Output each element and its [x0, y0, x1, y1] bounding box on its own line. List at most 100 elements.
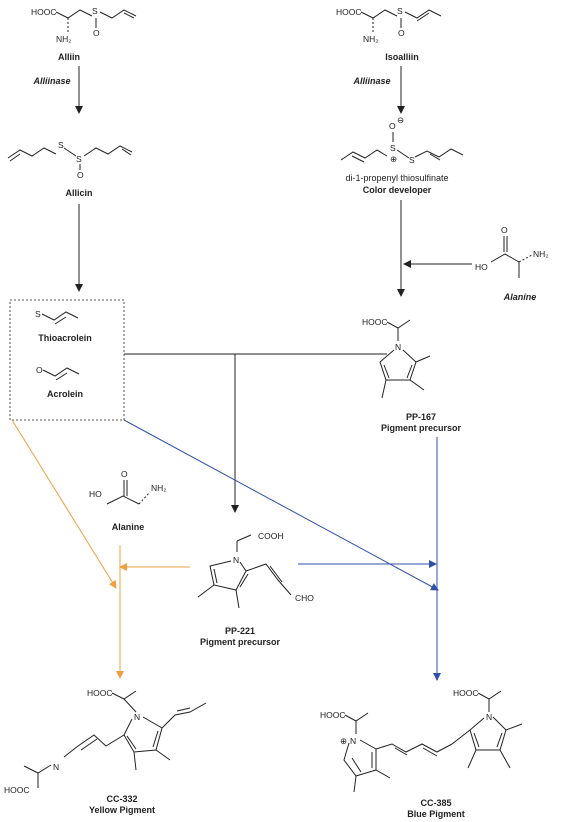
alanine-top-nh2-atom: NH₂: [533, 249, 549, 259]
allicin-left-allyl-bond: [7, 147, 57, 162]
cc332-sublabel: Yellow Pigment: [89, 805, 155, 815]
isoalliin-nh2-atom: NH₂: [363, 34, 379, 44]
alanine-mid-nh2-atom: NH₂: [151, 483, 167, 493]
cc385-left-methyl-bond: [353, 769, 391, 793]
allicin-s1-atom: S: [58, 140, 64, 150]
allicin-label: Allicin: [65, 188, 92, 198]
cc385-n-right-atom: N: [486, 712, 492, 722]
thiosulfinate-name-label: di-1-propenyl thiosulfinate: [345, 173, 448, 183]
cc332-n-imine-atom: N: [53, 762, 59, 772]
allicin-s2-atom: S: [76, 154, 82, 164]
cc385-bridge-bond: [375, 743, 453, 757]
pp221-cooh-atom: COOH: [258, 531, 284, 541]
pp167-sidechain-bond: [386, 319, 411, 341]
acrolein-o-atom: O: [36, 365, 43, 375]
pp221-sublabel: Pigment precursor: [200, 637, 281, 647]
cc332-substituent-bond: [133, 702, 207, 771]
pp167-methyl-bond: [381, 355, 431, 399]
pp167-structure: HOOC N PP-167 Pigment precursor: [362, 317, 462, 433]
thiosulfinate-plus-charge: ⊕: [390, 154, 397, 164]
allicin-right-allyl-bond: [83, 145, 133, 157]
cc385-left-sidechain-bond: [344, 712, 369, 734]
thiosulfinate-structure: O ⊖ S ⊕ S di-1-propenyl thiosulfinate Co…: [340, 115, 464, 195]
alanine-mid-backbone-bond: [106, 495, 140, 505]
allicin-ss-bond: [63, 147, 77, 157]
alliin-structure: HOOC S O NH₂ Alliin: [31, 6, 137, 62]
thioacrolein-structure: S Thioacrolein: [35, 309, 92, 343]
cc385-right-methyl-bond: [451, 723, 523, 769]
cc385-sublabel: Blue Pigment: [407, 809, 465, 819]
alliin-hooc-atom: HOOC: [31, 7, 57, 17]
thiosulfinate-s1-atom: S: [390, 143, 396, 153]
thiosulfinate-s2-atom: S: [409, 155, 415, 165]
cc332-n-ring-atom: N: [134, 712, 140, 722]
cc385-hooc-left-atom: HOOC: [320, 710, 346, 720]
alanine-mid-label: Alanine: [112, 522, 145, 532]
alanine-mid-wedge-bond: [138, 491, 151, 505]
cc332-hooc-terminal-atom: HOOC: [4, 785, 30, 795]
cc385-structure: HOOC HOOC N ⊕ N CC-385 Blue Pigment: [320, 688, 523, 819]
acrolein-bond: [42, 367, 80, 381]
cc385-hooc-right-atom: HOOC: [453, 688, 479, 698]
pp221-vinyl-bond: [245, 563, 292, 596]
isoalliin-propenyl-bond: [404, 9, 442, 22]
cc332-imine-chain-bond: [63, 734, 125, 758]
alliin-s-atom: S: [92, 6, 98, 16]
box-to-blue-arrow: [123, 419, 439, 591]
color-developer-label: Color developer: [363, 185, 432, 195]
thiosulfinate-o-atom: O: [389, 121, 396, 131]
cc332-terminal-bond: [23, 764, 52, 788]
pp167-ring-bond: [379, 349, 417, 381]
alliin-backbone-bond: [55, 9, 93, 19]
isoalliin-label: Isoalliin: [385, 52, 419, 62]
alanine-mid-ho-atom: HO: [89, 489, 102, 499]
alanine-mid-co-bond: [123, 480, 128, 496]
thiosulfinate-ss-bond: [396, 149, 410, 159]
cc385-left-ring-bond: [343, 739, 377, 777]
thioacrolein-bond: [41, 311, 79, 325]
alliin-nh2-atom: NH₂: [56, 34, 72, 44]
pp221-sidechain-bond: [236, 534, 252, 552]
allicin-structure: S S O Allicin: [7, 140, 133, 198]
alanine-top-co-bond: [503, 236, 508, 252]
acrolein-label: Acrolein: [47, 389, 83, 399]
cc385-right-ring-bond: [469, 716, 507, 751]
alanine-mid-o-atom: O: [121, 469, 128, 479]
pp167-n-atom: N: [395, 342, 401, 352]
pp167-hooc-atom: HOOC: [362, 317, 388, 327]
pp167-sublabel: Pigment precursor: [381, 423, 462, 433]
isoalliin-hooc-atom: HOOC: [336, 7, 362, 17]
acrolein-structure: O Acrolein: [36, 365, 83, 399]
cc332-ring-bond: [123, 716, 163, 753]
pp221-ring-bond: [209, 560, 249, 591]
alliin-allyl-bond: [99, 9, 137, 19]
cc332-hooc-atom: HOOC: [87, 688, 113, 698]
box-to-yellow-orange-arrow: [11, 419, 117, 589]
reactive-intermediates-box: [9, 299, 125, 421]
pp221-cho-atom: CHO: [295, 593, 314, 603]
pp221-structure: COOH N CHO PP-221 Pigment precursor: [197, 531, 314, 647]
pp221-n-atom: N: [233, 555, 239, 565]
thioacrolein-label: Thioacrolein: [38, 333, 92, 343]
thioacrolein-s-atom: S: [35, 309, 41, 319]
cc332-sidechain-bond: [111, 690, 137, 713]
cc385-right-sidechain-bond: [477, 690, 502, 712]
pp221-label: PP-221: [225, 626, 255, 636]
cc385-label: CC-385: [420, 798, 451, 808]
cc332-label: CC-332: [106, 794, 137, 804]
alliin-o-atom: O: [93, 28, 100, 38]
pp221-methyl-bond: [197, 584, 240, 609]
thiosulfinate-minus-charge: ⊖: [397, 115, 404, 125]
pp167-label: PP-167: [406, 412, 436, 422]
cc385-n-left-atom: N: [350, 736, 356, 746]
alanine-top-o-atom: O: [501, 225, 508, 235]
alanine-top-ho-atom: HO: [475, 262, 488, 272]
isoalliin-backbone-bond: [360, 9, 398, 19]
alliin-label: Alliin: [58, 52, 80, 62]
cc332-structure: HOOC N N HOOC CC-332 Yellow Pigment: [4, 688, 207, 815]
isoalliin-s-atom: S: [397, 6, 403, 16]
thiosulfinate-left-propenyl-bond: [340, 149, 388, 163]
alanine-top-backbone-bond: [490, 253, 520, 278]
isoalliin-o-atom: O: [398, 28, 405, 38]
